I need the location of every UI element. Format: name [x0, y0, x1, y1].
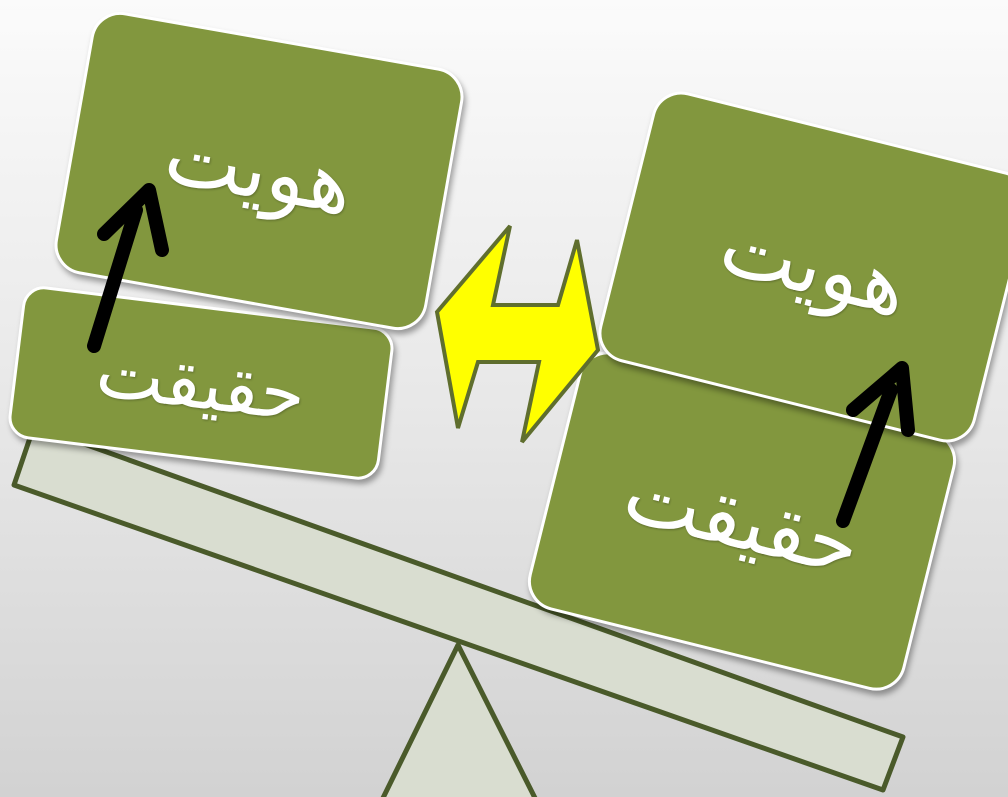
seesaw-fulcrum	[380, 642, 538, 797]
left-reality-label: حقيقت	[91, 328, 311, 438]
right-identity-label: هويت	[710, 197, 918, 336]
right-reality-label: حقيقت	[614, 445, 870, 596]
seesaw-beam	[11, 423, 906, 793]
left-identity-label: هويت	[157, 107, 361, 234]
